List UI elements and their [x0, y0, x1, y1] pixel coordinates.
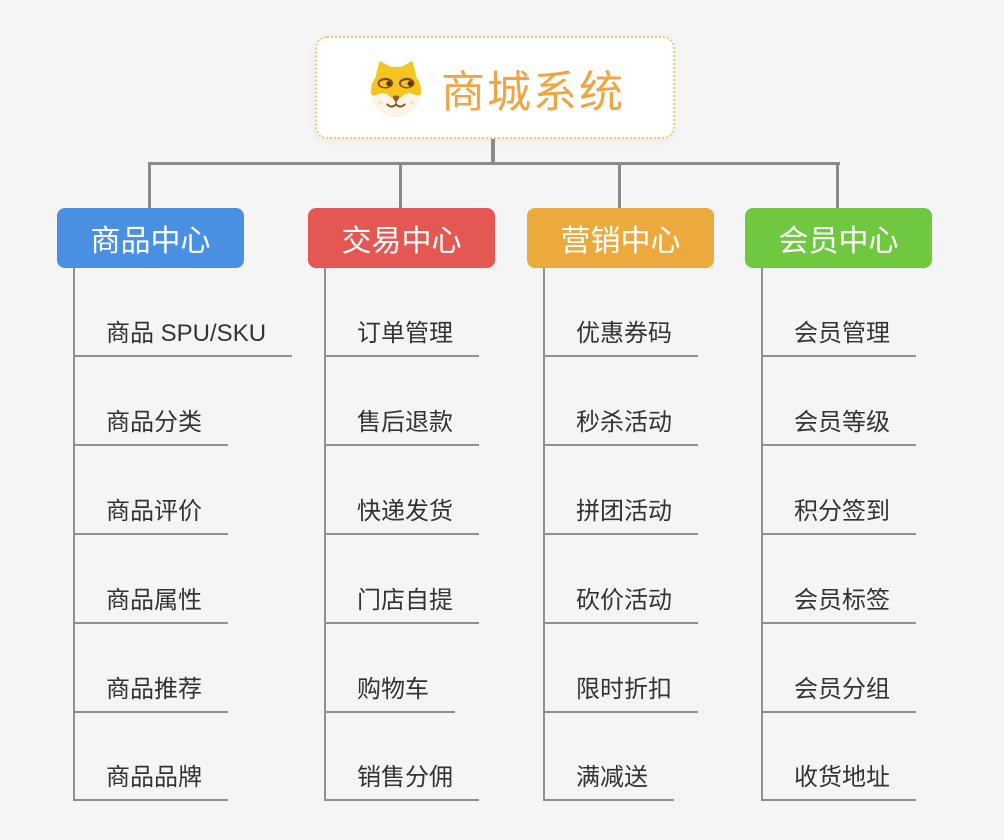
node-item[interactable]: 会员管理 — [761, 319, 916, 357]
branch-label: 营销中心 — [560, 225, 681, 258]
node-item[interactable]: 快递发货 — [324, 497, 479, 535]
node-item[interactable]: 商品属性 — [73, 586, 228, 624]
node-item[interactable]: 销售分佣 — [324, 763, 479, 801]
root-node[interactable]: 商城系统 — [315, 36, 675, 139]
node-item[interactable]: 秒杀活动 — [543, 408, 698, 446]
node-item[interactable]: 会员分组 — [761, 675, 916, 713]
branch-header-trade-center[interactable]: 交易中心 — [308, 208, 495, 268]
branch-stem-line — [148, 162, 151, 208]
node-item[interactable]: 砍价活动 — [543, 586, 698, 624]
branch-header-marketing-center[interactable]: 营销中心 — [527, 208, 714, 268]
branch-trade-center: 交易中心 订单管理 售后退款 快递发货 门店自提 购物车 销售分佣 — [308, 208, 568, 808]
branch-header-member-center[interactable]: 会员中心 — [745, 208, 932, 268]
branch-stem-line — [836, 162, 839, 208]
branch-stem-line — [399, 162, 402, 208]
node-item[interactable]: 购物车 — [324, 675, 455, 713]
branch-header-product-center[interactable]: 商品中心 — [57, 208, 244, 268]
node-item[interactable]: 收货地址 — [761, 763, 916, 801]
branch-label: 商品中心 — [90, 225, 211, 258]
branch-label: 交易中心 — [341, 225, 462, 258]
node-item[interactable]: 积分签到 — [761, 497, 916, 535]
branch-marketing-center: 营销中心 优惠券码 秒杀活动 拼团活动 砍价活动 限时折扣 满减送 — [527, 208, 787, 808]
branch-connector-line — [148, 162, 840, 165]
branch-product-center: 商品中心 商品 SPU/SKU 商品分类 商品评价 商品属性 商品推荐 商品品牌 — [57, 208, 317, 808]
node-item[interactable]: 门店自提 — [324, 586, 479, 624]
node-item[interactable]: 商品分类 — [73, 408, 228, 446]
root-stem-line — [491, 139, 495, 165]
node-item[interactable]: 售后退款 — [324, 408, 479, 446]
node-item[interactable]: 优惠券码 — [543, 319, 698, 357]
node-item[interactable]: 订单管理 — [324, 319, 479, 357]
node-item[interactable]: 商品推荐 — [73, 675, 228, 713]
node-item[interactable]: 商品品牌 — [73, 763, 228, 801]
branch-member-center: 会员中心 会员管理 会员等级 积分签到 会员标签 会员分组 收货地址 — [745, 208, 1004, 808]
root-title: 商城系统 — [441, 67, 625, 117]
node-item[interactable]: 会员等级 — [761, 408, 916, 446]
branch-label: 会员中心 — [778, 225, 899, 258]
dog-face-icon — [370, 60, 422, 117]
node-item[interactable]: 拼团活动 — [543, 497, 698, 535]
node-item[interactable]: 限时折扣 — [543, 675, 698, 713]
node-item[interactable]: 满减送 — [543, 763, 674, 801]
node-item[interactable]: 商品 SPU/SKU — [73, 319, 293, 357]
branch-stem-line — [618, 162, 621, 208]
node-item[interactable]: 商品评价 — [73, 497, 228, 535]
node-item[interactable]: 会员标签 — [761, 586, 916, 624]
